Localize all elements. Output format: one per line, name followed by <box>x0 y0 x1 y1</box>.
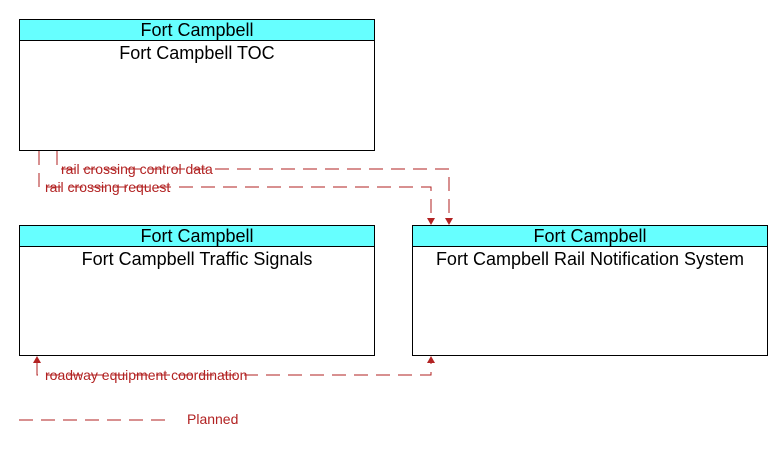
box-fort-campbell-rail-notification-system[interactable]: Fort Campbell Fort Campbell Rail Notific… <box>412 225 768 356</box>
box-title-signals: Fort Campbell Traffic Signals <box>81 249 313 269</box>
arrowhead-roadway-signals <box>33 356 41 363</box>
flow-label-roadway: roadway equipment coordination <box>45 367 247 383</box>
legend-label-planned: Planned <box>187 411 239 427</box>
box-header-toc: Fort Campbell <box>20 20 374 41</box>
box-header-rail: Fort Campbell <box>413 226 767 247</box>
arrowhead-roadway-rail <box>427 356 435 363</box>
flow-line-roadway <box>36 362 432 376</box>
arrowhead-control <box>445 218 453 225</box>
box-header-signals: Fort Campbell <box>20 226 374 247</box>
flow-label-request: rail crossing request <box>45 179 170 195</box>
box-fort-campbell-toc[interactable]: Fort Campbell Fort Campbell TOC <box>19 19 375 151</box>
box-title-rail: Fort Campbell Rail Notification System <box>435 249 745 269</box>
box-title-toc: Fort Campbell TOC <box>119 43 275 63</box>
flow-line-control <box>56 151 450 219</box>
flow-label-control: rail crossing control data <box>61 161 213 177</box>
arrowhead-request <box>427 218 435 225</box>
flow-line-request <box>38 151 432 219</box>
box-fort-campbell-traffic-signals[interactable]: Fort Campbell Fort Campbell Traffic Sign… <box>19 225 375 356</box>
